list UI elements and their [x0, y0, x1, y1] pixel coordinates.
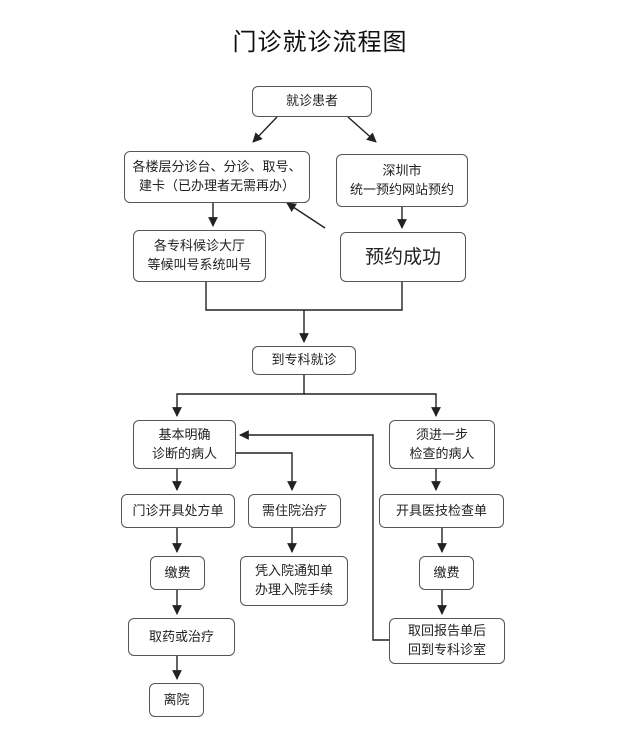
node-booking-success: 预约成功 — [340, 232, 466, 282]
node-pay-left: 缴费 — [150, 556, 205, 590]
arrow-diagnosis-to-hospitalize — [236, 452, 297, 491]
node-leave: 离院 — [149, 683, 204, 717]
node-register: 各楼层分诊台、分诊、取号、建卡（已办理者无需再办） — [124, 151, 310, 203]
node-pay-right: 缴费 — [419, 556, 474, 590]
node-waiting-hall: 各专科候诊大厅等候叫号系统叫号 — [133, 230, 266, 282]
node-medicine: 取药或治疗 — [128, 618, 235, 656]
node-exam-order: 开具医技检查单 — [379, 494, 504, 528]
arrow-start-to-online — [347, 116, 377, 143]
arrow-start-to-register — [252, 116, 278, 143]
node-online-booking: 深圳市统一预约网站预约 — [336, 154, 468, 207]
node-start: 就诊患者 — [252, 86, 372, 117]
node-admission: 凭入院通知单办理入院手续 — [240, 556, 348, 606]
node-report-return: 取回报告单后回到专科诊室 — [389, 618, 505, 664]
node-hospitalize: 需住院治疗 — [248, 494, 341, 528]
arrow-success-to-register — [286, 202, 326, 229]
node-prescription: 门诊开具处方单 — [121, 494, 235, 528]
split-line — [172, 375, 305, 417]
page-title: 门诊就诊流程图 — [232, 28, 408, 56]
node-specialist: 到专科就诊 — [252, 346, 356, 375]
node-further-exam: 须进一步检查的病人 — [389, 420, 495, 469]
split-line-right — [304, 393, 441, 417]
arrow-report-to-diagnosis — [239, 430, 389, 641]
node-clear-diagnosis: 基本明确诊断的病人 — [133, 420, 236, 469]
merge-line — [205, 282, 403, 311]
